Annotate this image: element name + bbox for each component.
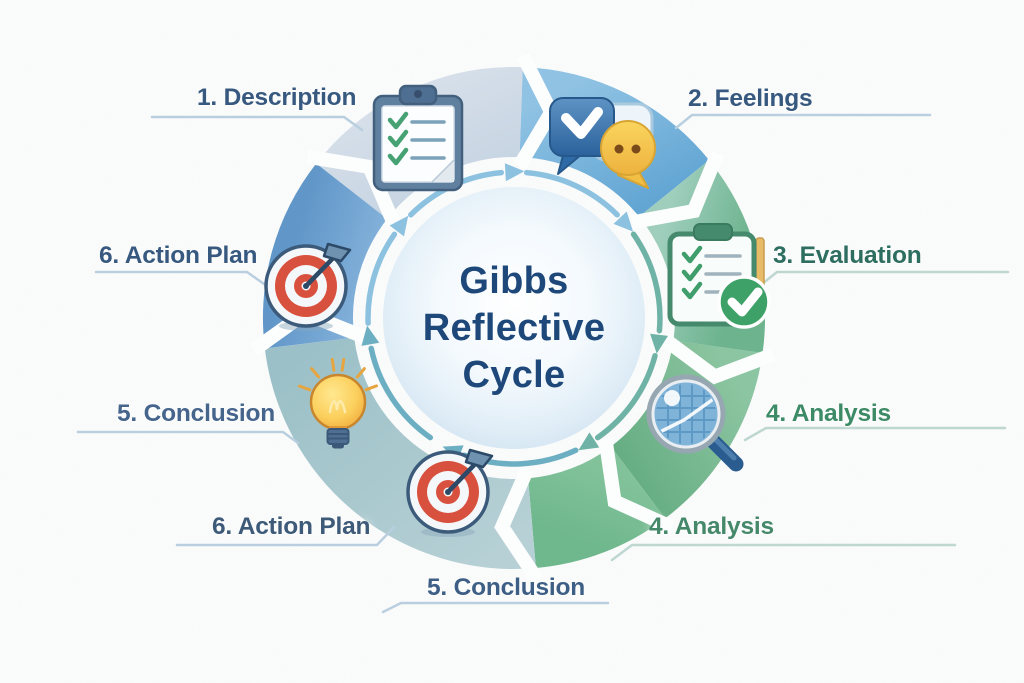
label-conclusion: 5. Conclusion [117,400,276,427]
clipboard-check-icon [667,223,771,329]
title-line-1: Gibbs [459,260,569,302]
callout-conclusion-bottom [381,601,610,614]
callout-feelings [674,113,932,130]
callout-action-plan-bottom [175,525,396,547]
lightbulb-icon [298,357,378,449]
callout-lines [76,113,1010,614]
label-conclusion-duplicate: 5. Conclusion [427,574,586,601]
title-line-3: Cycle [462,354,566,396]
clipboard-checklist-icon [372,84,464,192]
title-line-2: Reflective [422,307,606,349]
magnifying-glass-chart-icon [646,374,744,472]
callout-analysis-right [743,426,1007,442]
label-evaluation: 3. Evaluation [773,242,922,269]
diagram-title: Gibbs Reflective Cycle [364,258,664,399]
callout-action-plan-left [94,270,266,286]
label-analysis-duplicate: 4. Analysis [649,513,774,540]
chat-bubbles-icon [549,97,656,189]
label-action-plan: 6. Action Plan [99,242,258,269]
callout-description [150,115,364,132]
label-analysis: 4. Analysis [766,400,891,427]
center-disc [383,187,645,449]
callout-conclusion-left [76,430,300,445]
inner-arrow-heads [361,163,668,463]
label-action-plan-duplicate: 6. Action Plan [212,513,371,540]
segment-bottom-arrow [526,445,666,569]
label-description: 1. Description [197,84,357,111]
callout-analysis-bottom [610,543,957,562]
label-feelings: 2. Feelings [688,85,813,112]
